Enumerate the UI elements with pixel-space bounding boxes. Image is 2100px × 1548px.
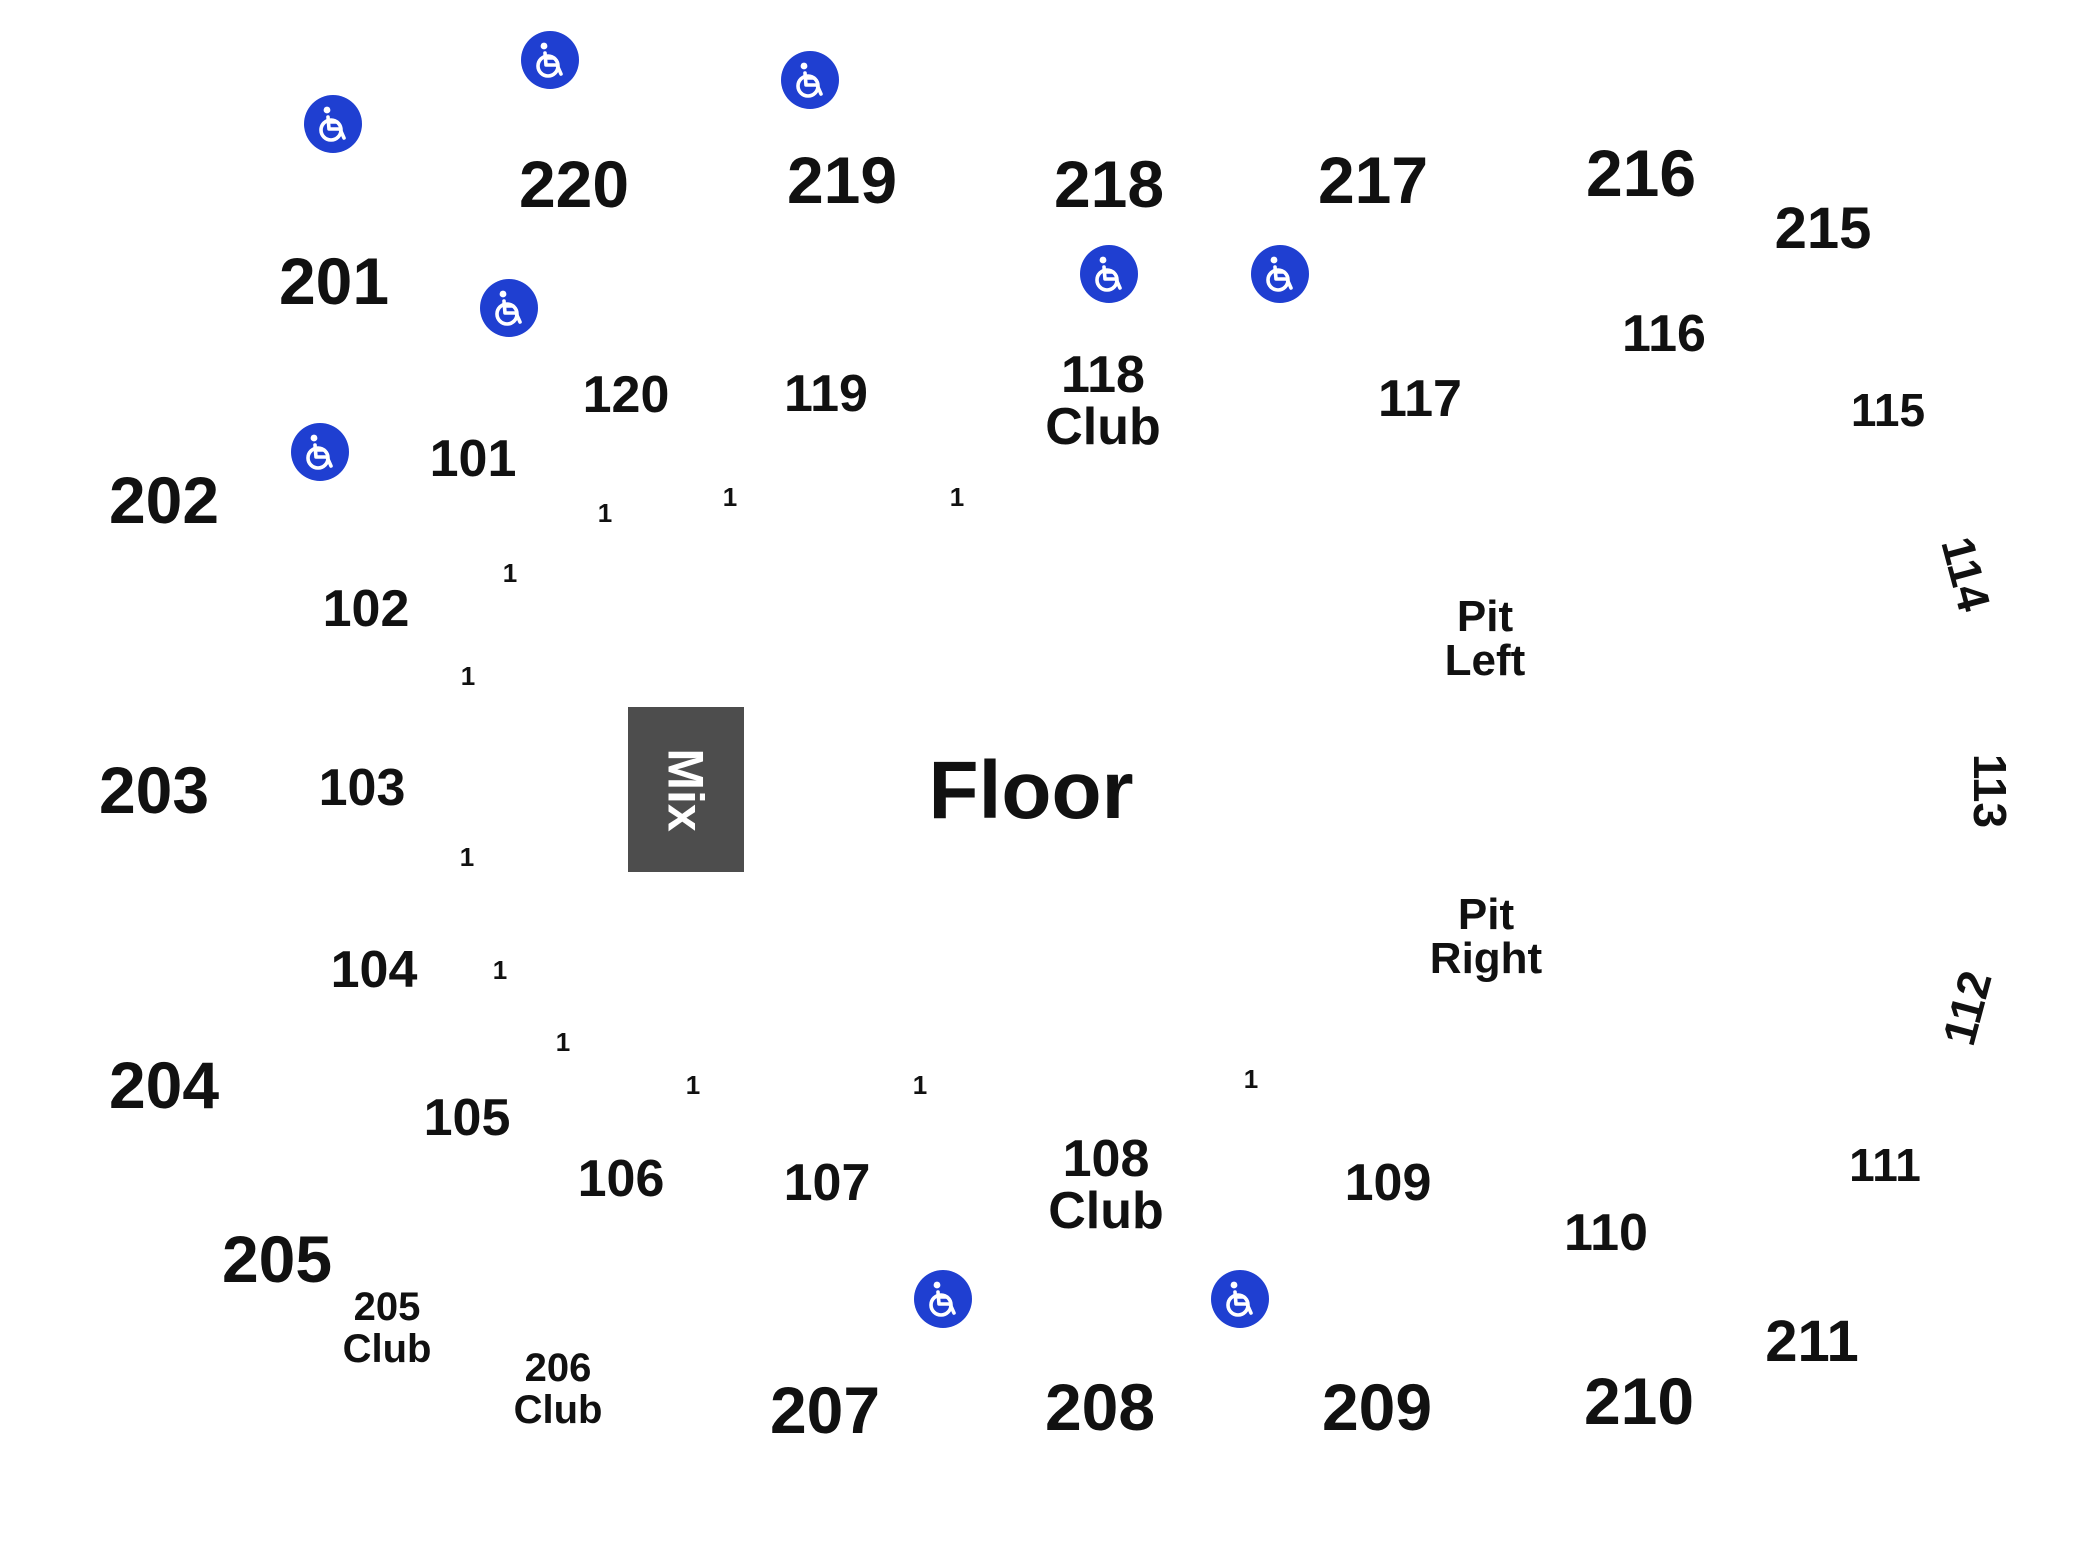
section-205[interactable]: 205 xyxy=(221,1222,333,1296)
mix-position[interactable]: Mix xyxy=(628,707,744,872)
section-206-club[interactable]: 206 Club xyxy=(514,1347,603,1431)
section-219[interactable]: 219 xyxy=(786,143,898,217)
section-101[interactable]: 101 xyxy=(429,430,517,488)
section-number: 205 xyxy=(353,1285,421,1329)
section-110[interactable]: 110 xyxy=(1564,1204,1648,1262)
section-217[interactable]: 217 xyxy=(1317,143,1429,217)
section-106[interactable]: 106 xyxy=(577,1150,665,1208)
section-115[interactable]: 115 xyxy=(1850,384,1926,436)
section-117[interactable]: 117 xyxy=(1378,370,1462,428)
wheelchair-icon xyxy=(1251,245,1309,303)
section-218[interactable]: 218 xyxy=(1053,147,1165,221)
pit-side: Right xyxy=(1429,934,1543,983)
wheelchair-icon xyxy=(781,51,839,109)
section-215[interactable]: 215 xyxy=(1774,196,1872,261)
section-number: 118 xyxy=(1061,346,1145,404)
section-number: 108 xyxy=(1062,1130,1150,1188)
section-119[interactable]: 119 xyxy=(784,365,868,423)
section-104[interactable]: 104 xyxy=(330,941,418,999)
section-suffix: Club xyxy=(342,1327,432,1371)
row-label: 1 xyxy=(555,1027,571,1057)
section-201[interactable]: 201 xyxy=(278,244,390,318)
wheelchair-icon xyxy=(521,31,579,89)
section-107[interactable]: 107 xyxy=(783,1154,871,1212)
section-112[interactable]: 112 xyxy=(1932,965,2002,1051)
pit-label: Pit xyxy=(1457,890,1515,939)
section-205-club[interactable]: 205 Club xyxy=(343,1286,432,1370)
section-105[interactable]: 105 xyxy=(423,1089,511,1147)
row-label: 1 xyxy=(1243,1064,1259,1094)
wheelchair-icon xyxy=(480,279,538,337)
section-220[interactable]: 220 xyxy=(518,147,630,221)
floor-section[interactable]: Floor xyxy=(928,745,1134,836)
wheelchair-icon xyxy=(1211,1270,1269,1328)
row-label: 1 xyxy=(459,842,475,872)
row-label: 1 xyxy=(912,1070,928,1100)
section-suffix: Club xyxy=(1045,398,1161,456)
row-label: 1 xyxy=(685,1070,701,1100)
section-209[interactable]: 209 xyxy=(1321,1370,1433,1444)
section-202[interactable]: 202 xyxy=(108,463,220,537)
section-109[interactable]: 109 xyxy=(1344,1154,1432,1212)
wheelchair-icon xyxy=(304,95,362,153)
row-label: 1 xyxy=(949,482,965,512)
section-suffix: Club xyxy=(513,1388,603,1432)
row-label: 1 xyxy=(492,955,508,985)
section-203[interactable]: 203 xyxy=(98,753,210,827)
section-suffix: Club xyxy=(1048,1182,1164,1240)
section-208[interactable]: 208 xyxy=(1044,1370,1156,1444)
section-113[interactable]: 113 xyxy=(1964,753,2016,829)
wheelchair-icon xyxy=(291,423,349,481)
pit-right[interactable]: Pit Right xyxy=(1430,893,1542,981)
section-number: 206 xyxy=(524,1346,592,1390)
row-label: 1 xyxy=(597,498,613,528)
section-111[interactable]: 111 xyxy=(1849,1139,1921,1191)
section-114[interactable]: 114 xyxy=(1931,531,2001,617)
row-label: 1 xyxy=(502,558,518,588)
pit-label: Pit xyxy=(1456,592,1514,641)
section-103[interactable]: 103 xyxy=(318,759,406,817)
section-102[interactable]: 102 xyxy=(322,580,410,638)
section-210[interactable]: 210 xyxy=(1583,1364,1695,1438)
section-120[interactable]: 120 xyxy=(582,366,670,424)
pit-left[interactable]: Pit Left xyxy=(1445,595,1526,683)
pit-side: Left xyxy=(1444,636,1526,685)
section-108-club[interactable]: 108 Club xyxy=(1048,1133,1164,1237)
section-204[interactable]: 204 xyxy=(108,1048,220,1122)
mix-label: Mix xyxy=(657,747,714,832)
wheelchair-icon xyxy=(1080,245,1138,303)
wheelchair-icon xyxy=(914,1270,972,1328)
section-216[interactable]: 216 xyxy=(1585,136,1697,210)
section-116[interactable]: 116 xyxy=(1622,305,1706,363)
row-label: 1 xyxy=(722,482,738,512)
section-118-club[interactable]: 118 Club xyxy=(1045,349,1161,453)
section-211[interactable]: 211 xyxy=(1765,1309,1859,1374)
row-label: 1 xyxy=(460,661,476,691)
section-207[interactable]: 207 xyxy=(769,1373,881,1447)
